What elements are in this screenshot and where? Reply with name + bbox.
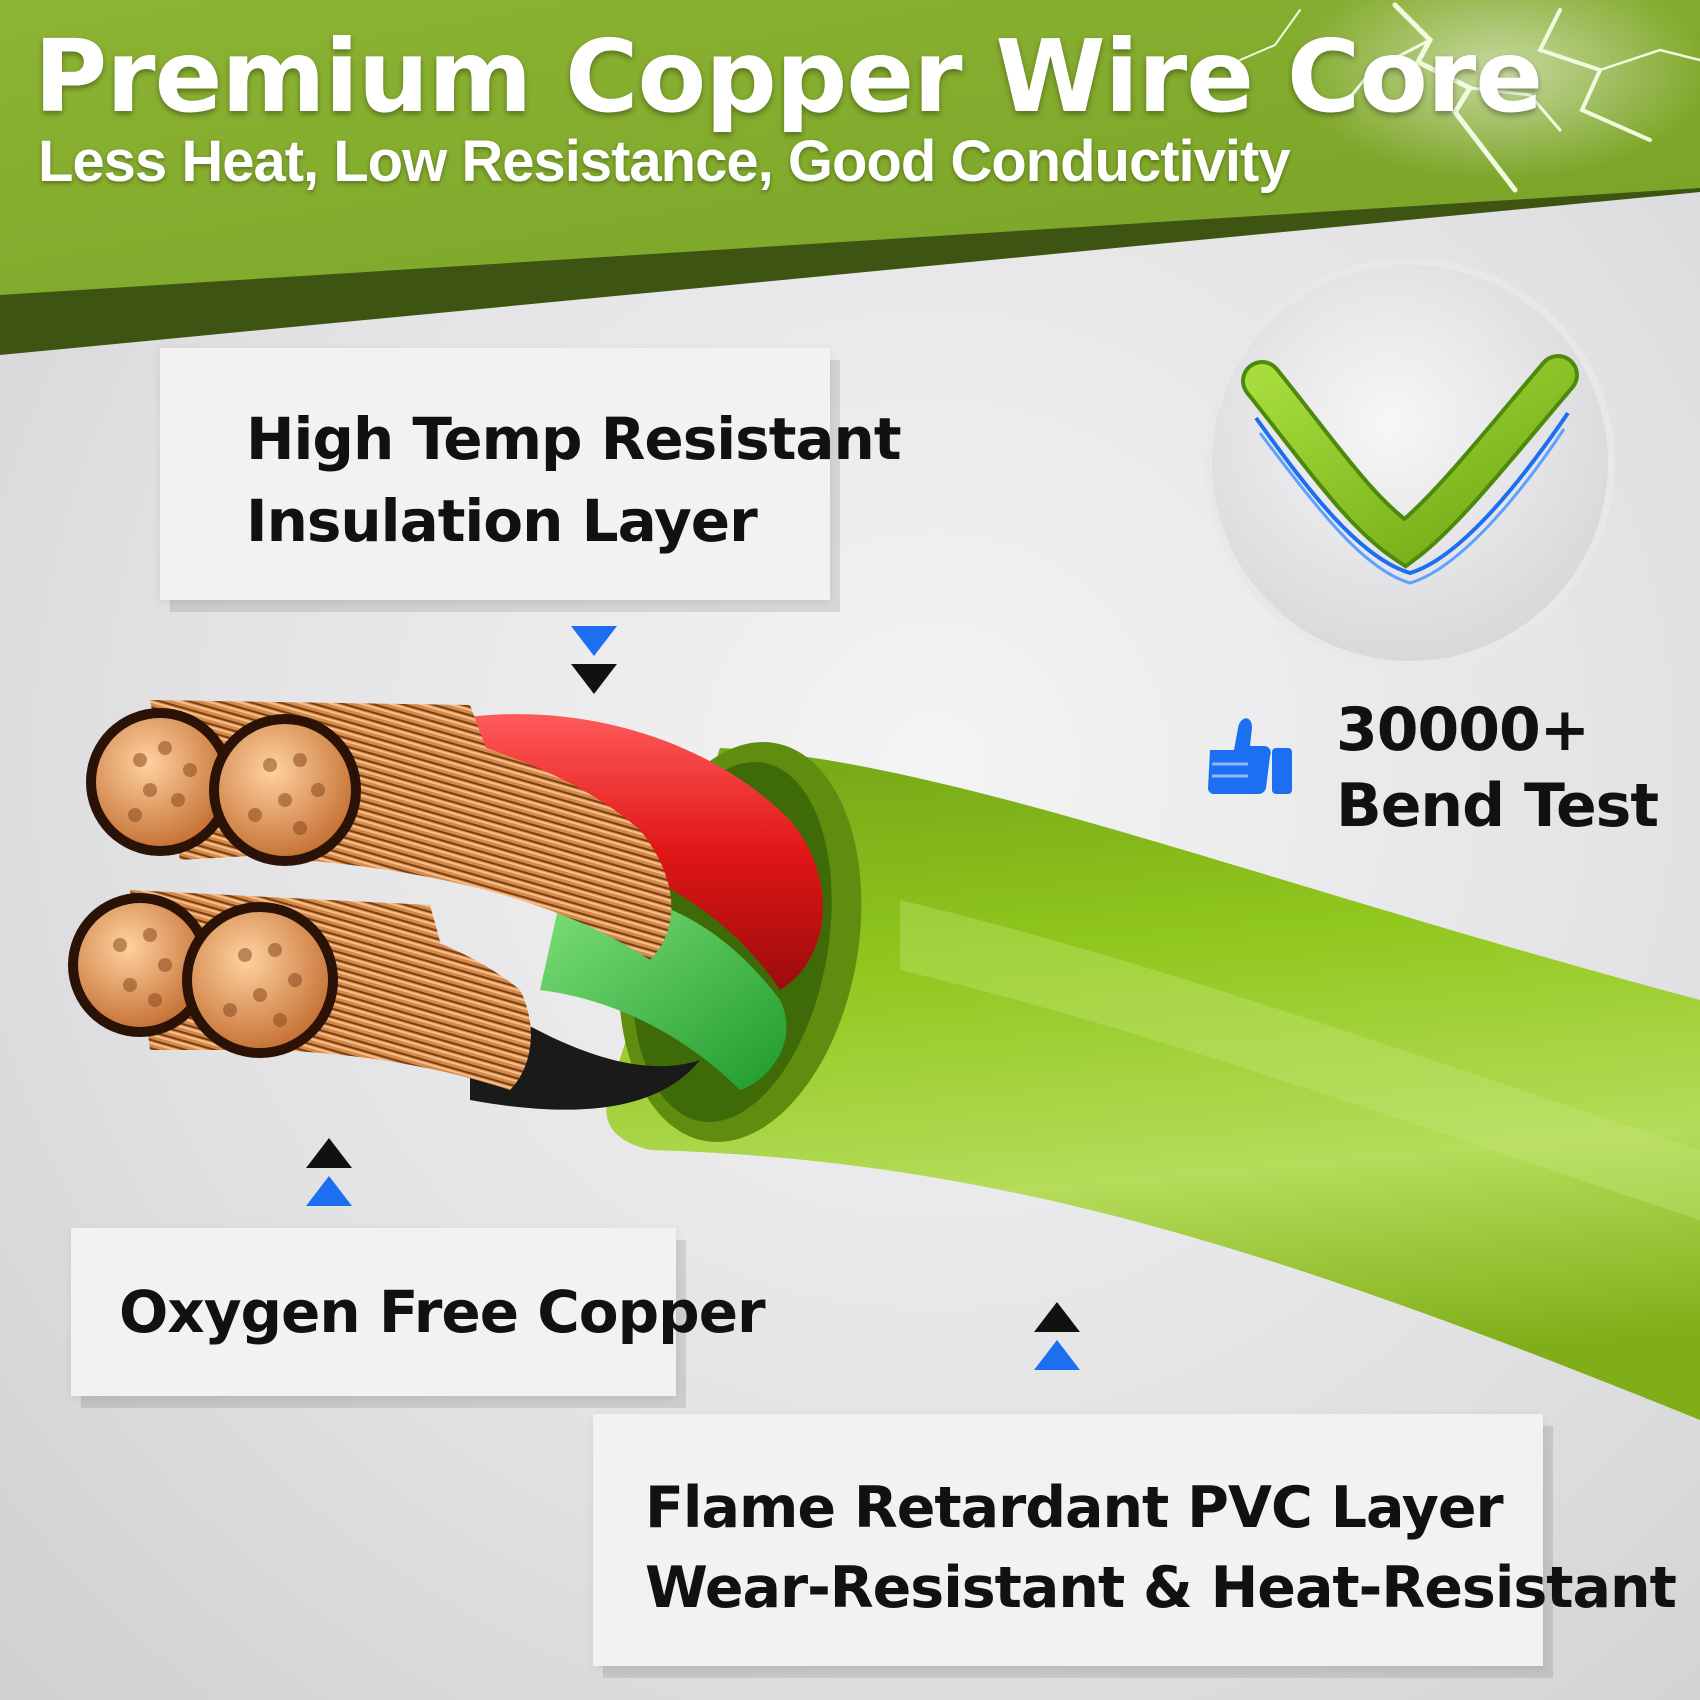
bend-test-label: Bend Test	[1336, 771, 1659, 841]
bend-test-count: 30000+	[1336, 695, 1590, 765]
double-triangle-arrow-icon	[306, 1138, 352, 1206]
thumbs-up-icon	[1208, 718, 1292, 794]
callout-insulation-line1: High Temp Resistant	[246, 405, 902, 473]
bend-cable-icon	[1205, 258, 1615, 668]
callout-pvc-line1: Flame Retardant PVC Layer	[645, 1475, 1504, 1541]
page-title: Premium Copper Wire Core	[34, 18, 1543, 135]
bend-test-text: 30000+ Bend Test	[1336, 692, 1659, 844]
lightning-icon	[1239, 2, 1700, 193]
copper-bundle-bottom-right	[182, 900, 531, 1090]
callout-insulation-line2: Insulation Layer	[246, 487, 758, 555]
callout-pvc: Flame Retardant PVC Layer Wear-Resistant…	[593, 1414, 1677, 1666]
callout-pvc-line2: Wear-Resistant & Heat-Resistant	[645, 1555, 1677, 1621]
double-triangle-arrow-icon	[1034, 1302, 1080, 1370]
callout-copper: Oxygen Free Copper	[71, 1228, 766, 1396]
copper-bundle-top-right	[209, 705, 672, 960]
page-subtitle: Less Heat, Low Resistance, Good Conducti…	[38, 129, 1291, 194]
callout-insulation: High Temp Resistant Insulation Layer	[160, 348, 902, 600]
double-triangle-arrow-icon	[571, 626, 617, 694]
callout-copper-line1: Oxygen Free Copper	[119, 1278, 766, 1346]
